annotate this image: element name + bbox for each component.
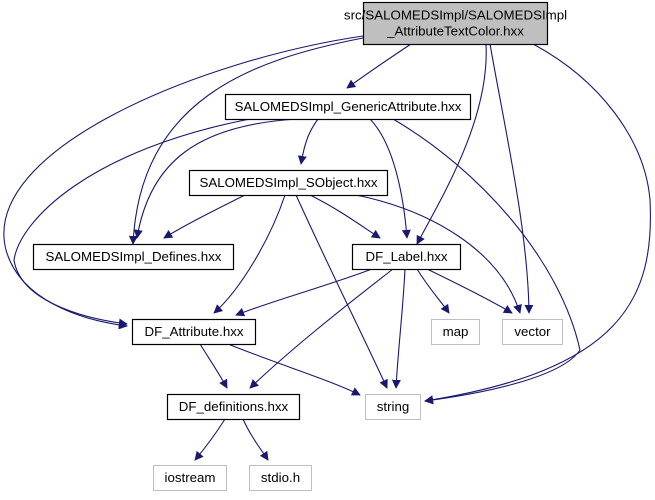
- edge-dfattr-string: [227, 343, 361, 396]
- node-label: vector: [514, 324, 551, 339]
- edge-root-string: [424, 43, 651, 405]
- edge-generic-defines: [133, 118, 298, 239]
- node-iostream: iostream: [153, 465, 227, 491]
- edge-sobject-defines: [163, 194, 246, 239]
- node-stdio: stdio.h: [249, 465, 312, 491]
- nodes-layer: src/SALOMEDSImpl/SALOMEDSImpl_AttributeT…: [32, 1, 567, 491]
- edge-dfdefs-iostream: [194, 418, 226, 461]
- node-label: src/SALOMEDSImpl/SALOMEDSImpl: [344, 8, 567, 23]
- edge-dflabel-dfdefs: [249, 268, 394, 389]
- edge-root-dflabel: [416, 43, 487, 245]
- node-box: [249, 465, 312, 491]
- edge-root-vector: [489, 43, 534, 314]
- edge-dfdefs-stdio: [242, 418, 269, 461]
- node-label: DF_definitions.hxx: [179, 399, 289, 414]
- node-label: stdio.h: [261, 470, 300, 485]
- node-box: [32, 243, 235, 271]
- node-box: [362, 1, 549, 46]
- edge-dflabel-dfattr: [235, 268, 373, 317]
- node-sobject[interactable]: SALOMEDSImpl_SObject.hxx: [188, 169, 389, 197]
- node-label: _AttributeTextColor.hxx: [386, 24, 524, 39]
- node-string: string: [365, 394, 421, 420]
- node-box: [153, 465, 227, 491]
- edge-dflabel-string: [391, 268, 406, 389]
- node-label: iostream: [165, 470, 216, 485]
- node-generic[interactable]: SALOMEDSImpl_GenericAttribute.hxx: [224, 93, 472, 121]
- node-root[interactable]: src/SALOMEDSImpl/SALOMEDSImpl_AttributeT…: [344, 1, 567, 46]
- node-defines[interactable]: SALOMEDSImpl_Defines.hxx: [32, 243, 235, 271]
- node-box: [351, 243, 462, 271]
- node-box: [131, 318, 257, 346]
- node-label: SALOMEDSImpl_Defines.hxx: [46, 249, 222, 264]
- node-box: [431, 319, 480, 345]
- node-label: DF_Label.hxx: [365, 249, 447, 264]
- edge-sobject-vector: [355, 194, 522, 314]
- edge-root-generic: [346, 43, 412, 89]
- node-box: [188, 169, 389, 197]
- node-vector: vector: [502, 319, 563, 345]
- node-label: map: [443, 324, 469, 339]
- node-box: [502, 319, 563, 345]
- edge-dfattr-dfdefs: [199, 343, 228, 389]
- node-box: [365, 394, 421, 420]
- node-box: [166, 393, 301, 421]
- node-label: SALOMEDSImpl_SObject.hxx: [199, 175, 377, 190]
- edge-dflabel-map: [416, 268, 450, 314]
- node-label: DF_Attribute.hxx: [144, 324, 243, 339]
- node-dflabel[interactable]: DF_Label.hxx: [351, 243, 462, 271]
- node-dfattr[interactable]: DF_Attribute.hxx: [131, 318, 257, 346]
- edge-dflabel-vector: [426, 268, 513, 314]
- edge-sobject-dfattr: [213, 194, 286, 314]
- edge-generic-sobject: [297, 118, 319, 165]
- edge-generic-string: [392, 118, 581, 405]
- node-dfdefs[interactable]: DF_definitions.hxx: [166, 393, 301, 421]
- node-label: SALOMEDSImpl_GenericAttribute.hxx: [235, 99, 462, 114]
- edge-generic-dflabel: [369, 118, 411, 239]
- edges-layer: [3, 35, 651, 461]
- node-label: string: [377, 399, 410, 414]
- node-box: [224, 93, 472, 121]
- edge-root-defines: [128, 37, 364, 245]
- node-map: map: [431, 319, 480, 345]
- edge-sobject-dflabel: [309, 194, 381, 239]
- edge-sobject-string: [295, 194, 388, 389]
- edge-generic-dfattr: [13, 118, 251, 328]
